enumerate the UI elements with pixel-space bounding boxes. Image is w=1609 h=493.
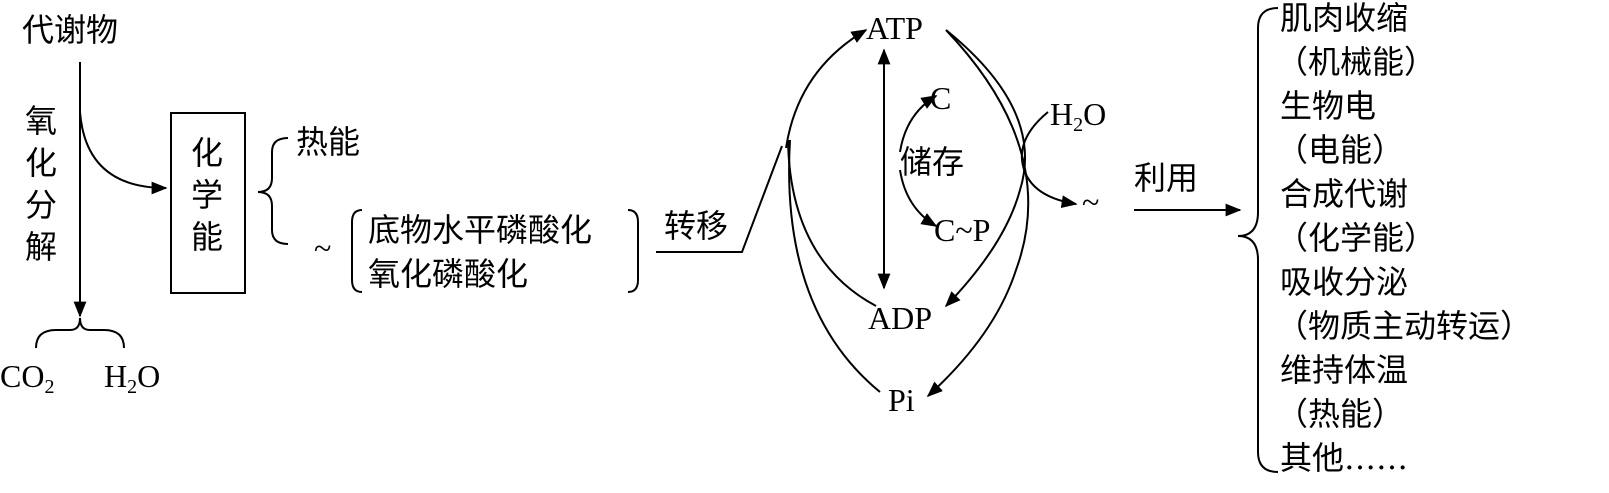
transfer-line	[656, 145, 783, 253]
arc-atp-to-adp	[944, 29, 1027, 308]
phosphorylation-item: 底物水平磷酸化	[368, 211, 593, 249]
use-item-note: （机械能）	[1276, 43, 1437, 81]
phos-left-bracket	[351, 209, 363, 293]
transfer-label: 转移	[664, 207, 729, 245]
phosphorylation-item: 氧化磷酸化	[368, 255, 529, 293]
use-item-note: （电能）	[1276, 131, 1405, 169]
use-item: 吸收分泌	[1280, 263, 1409, 301]
uses-brace	[1237, 7, 1279, 473]
oxidation-label: 氧化分解	[24, 102, 57, 266]
use-item: 维持体温	[1280, 351, 1409, 389]
use-item: 其他……	[1280, 439, 1409, 477]
water-label: H2O	[1050, 96, 1107, 136]
storage-arrow-to-cp	[899, 169, 938, 227]
storage-arrow-to-c	[899, 95, 938, 153]
chemical-energy-box: 化学能	[170, 112, 246, 294]
use-item-note: （物质主动转运）	[1276, 307, 1533, 345]
pi-label: Pi	[888, 382, 915, 418]
arc-from-pi	[788, 139, 881, 393]
use-item-note: （化学能）	[1276, 219, 1437, 257]
arc-atp-to-pi	[926, 29, 1030, 398]
heat-label: 热能	[296, 123, 361, 161]
phos-right-bracket	[627, 209, 639, 293]
atp-label: ATP	[866, 10, 923, 46]
water-curve	[1020, 111, 1078, 209]
use-label: 利用	[1134, 159, 1199, 197]
adp-label: ADP	[868, 300, 933, 336]
use-item: 合成代谢	[1280, 175, 1409, 213]
use-item: 肌肉收缩	[1280, 0, 1409, 37]
arc-from-adp	[787, 139, 877, 307]
use-item: 生物电	[1280, 87, 1377, 125]
cp-label: C~P	[934, 212, 991, 248]
c-label: C	[930, 80, 952, 116]
use-item-note: （热能）	[1276, 395, 1405, 433]
energy-brace	[257, 137, 289, 245]
tilde-label: ~	[314, 230, 332, 266]
tilde-after-hydrolysis: ~	[1082, 184, 1100, 220]
arc-to-atp	[785, 29, 868, 149]
co2-label: CO2	[0, 358, 55, 398]
h2o-label: H2O	[104, 358, 161, 398]
chemical-energy-arrow	[79, 111, 168, 195]
source-label: 代谢物	[22, 11, 119, 49]
storage-label: 储存	[900, 143, 965, 181]
products-brace	[35, 317, 125, 349]
chemical-energy-label: 化学能	[190, 134, 223, 256]
